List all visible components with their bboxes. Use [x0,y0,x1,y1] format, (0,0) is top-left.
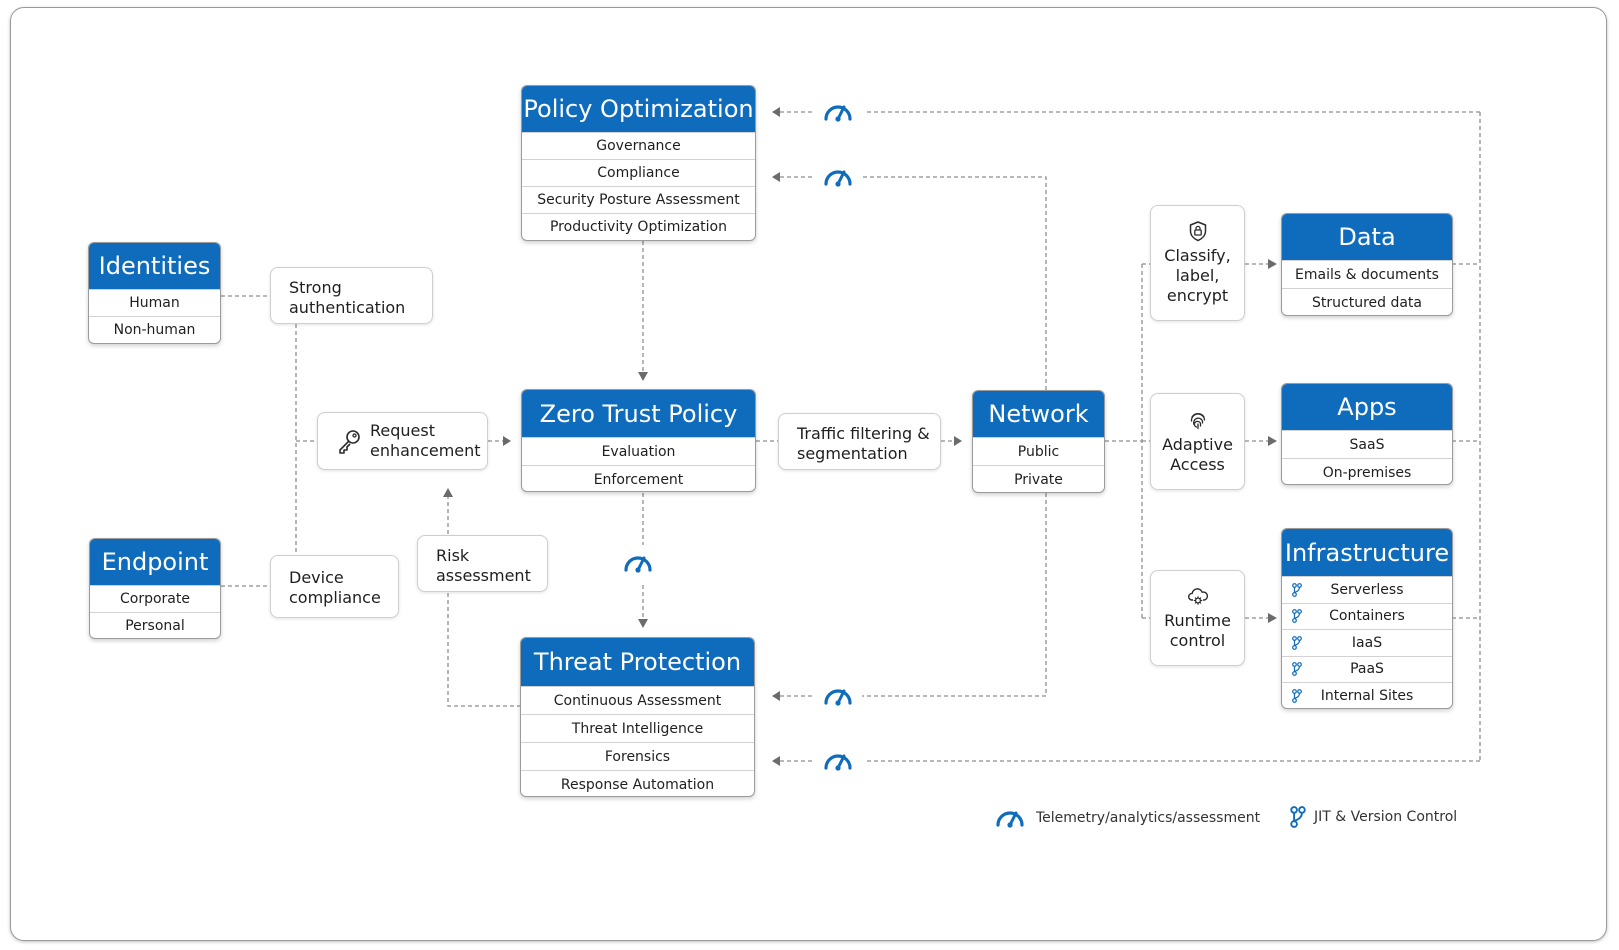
fingerprint-icon [1190,412,1205,429]
gauge-icon [624,556,652,573]
threat-item-response: Response Automation [521,770,754,796]
branch-icon [1292,688,1302,703]
threat-item-forensics: Forensics [521,742,754,770]
infra-item-serverless: Serverless [1282,576,1452,603]
policy-optimization-card: Policy Optimization Governance Complianc… [521,85,756,241]
apps-title: Apps [1282,384,1452,430]
branch-icon [1292,609,1302,624]
request-enhancement-step: Request enhancement [317,412,488,470]
network-title: Network [973,391,1104,437]
gauge-icon [996,811,1024,828]
endpoint-item-corporate: Corporate [90,585,220,612]
apps-card: Apps SaaS On-premises [1281,383,1453,485]
data-item-emails: Emails & documents [1282,260,1452,288]
identities-card: Identities Human Non-human [88,242,221,344]
legend-telemetry: Telemetry/analytics/assessment [994,806,1260,830]
zero-trust-policy-card: Zero Trust Policy Evaluation Enforcement [521,389,756,492]
threat-protection-title: Threat Protection [521,638,754,686]
strong-authentication-step: Strong authentication [270,267,433,324]
infra-item-iaas: IaaS [1282,629,1452,656]
request-enhancement-label: Request enhancement [370,421,481,460]
data-title: Data [1282,214,1452,260]
zero-trust-item-evaluation: Evaluation [522,437,755,465]
strong-authentication-label: Strong authentication [289,278,406,317]
branch-icon [1292,582,1302,597]
zero-trust-item-enforcement: Enforcement [522,465,755,491]
network-item-public: Public [973,437,1104,465]
apps-item-on-premises: On-premises [1282,458,1452,484]
traffic-filtering-step: Traffic filtering & segmentation [778,413,941,470]
threat-item-intelligence: Threat Intelligence [521,714,754,742]
classify-label-encrypt-label: Classify, label, encrypt [1164,246,1231,305]
gauge-icon [824,170,852,187]
infrastructure-title: Infrastructure [1282,529,1452,576]
policy-item-compliance: Compliance [522,159,755,186]
data-card: Data Emails & documents Structured data [1281,213,1453,316]
adaptive-access-label: Adaptive Access [1162,434,1233,474]
infra-item-label: Serverless [1330,581,1404,598]
traffic-filtering-label: Traffic filtering & segmentation [797,424,930,463]
identities-item-non-human: Non-human [89,316,220,343]
legend-jit-label: JIT & Version Control [1314,809,1458,825]
identities-item-human: Human [89,289,220,316]
cloud-gear-icon [1187,588,1208,605]
infrastructure-card: Infrastructure Serverless Containers Iaa… [1281,528,1453,709]
network-item-private: Private [973,465,1104,492]
runtime-control-step: Runtime control [1150,570,1245,666]
risk-assessment-step: Risk assessment [417,535,548,592]
infra-item-internal-sites: Internal Sites [1282,682,1452,708]
infra-item-label: Internal Sites [1320,687,1414,704]
identities-title: Identities [89,243,220,289]
endpoint-item-personal: Personal [90,612,220,638]
gauge-icon [824,689,852,706]
policy-item-security-posture: Security Posture Assessment [522,186,755,213]
policy-item-governance: Governance [522,132,755,159]
infra-item-label: IaaS [1351,634,1383,651]
branch-icon [1290,806,1306,828]
risk-assessment-label: Risk assessment [436,546,531,585]
policy-item-productivity: Productivity Optimization [522,213,755,240]
branch-icon [1292,662,1302,677]
infra-item-label: Containers [1329,608,1405,625]
gauge-icon [824,754,852,771]
device-compliance-step: Device compliance [270,555,399,618]
threat-protection-card: Threat Protection Continuous Assessment … [520,637,755,797]
apps-item-saas: SaaS [1282,430,1452,458]
infra-item-label: PaaS [1350,661,1384,678]
legend-telemetry-label: Telemetry/analytics/assessment [1036,810,1261,826]
data-item-structured: Structured data [1282,288,1452,315]
infra-item-paas: PaaS [1282,655,1452,683]
shield-lock-icon [1189,221,1206,242]
policy-optimization-title: Policy Optimization [522,86,755,132]
infra-item-containers: Containers [1282,602,1452,630]
adaptive-access-step: Adaptive Access [1150,393,1245,490]
branch-icon [1292,635,1302,650]
legend-jit: JIT & Version Control [1290,806,1457,828]
runtime-control-label: Runtime control [1164,611,1231,650]
classify-label-encrypt-step: Classify, label, encrypt [1150,205,1245,321]
key-icon [339,430,360,454]
network-card: Network Public Private [972,390,1105,493]
endpoint-title: Endpoint [90,539,220,585]
zero-trust-policy-title: Zero Trust Policy [522,390,755,437]
threat-item-continuous: Continuous Assessment [521,686,754,714]
device-compliance-label: Device compliance [289,568,381,607]
gauge-icon [824,105,852,122]
endpoint-card: Endpoint Corporate Personal [89,538,221,639]
